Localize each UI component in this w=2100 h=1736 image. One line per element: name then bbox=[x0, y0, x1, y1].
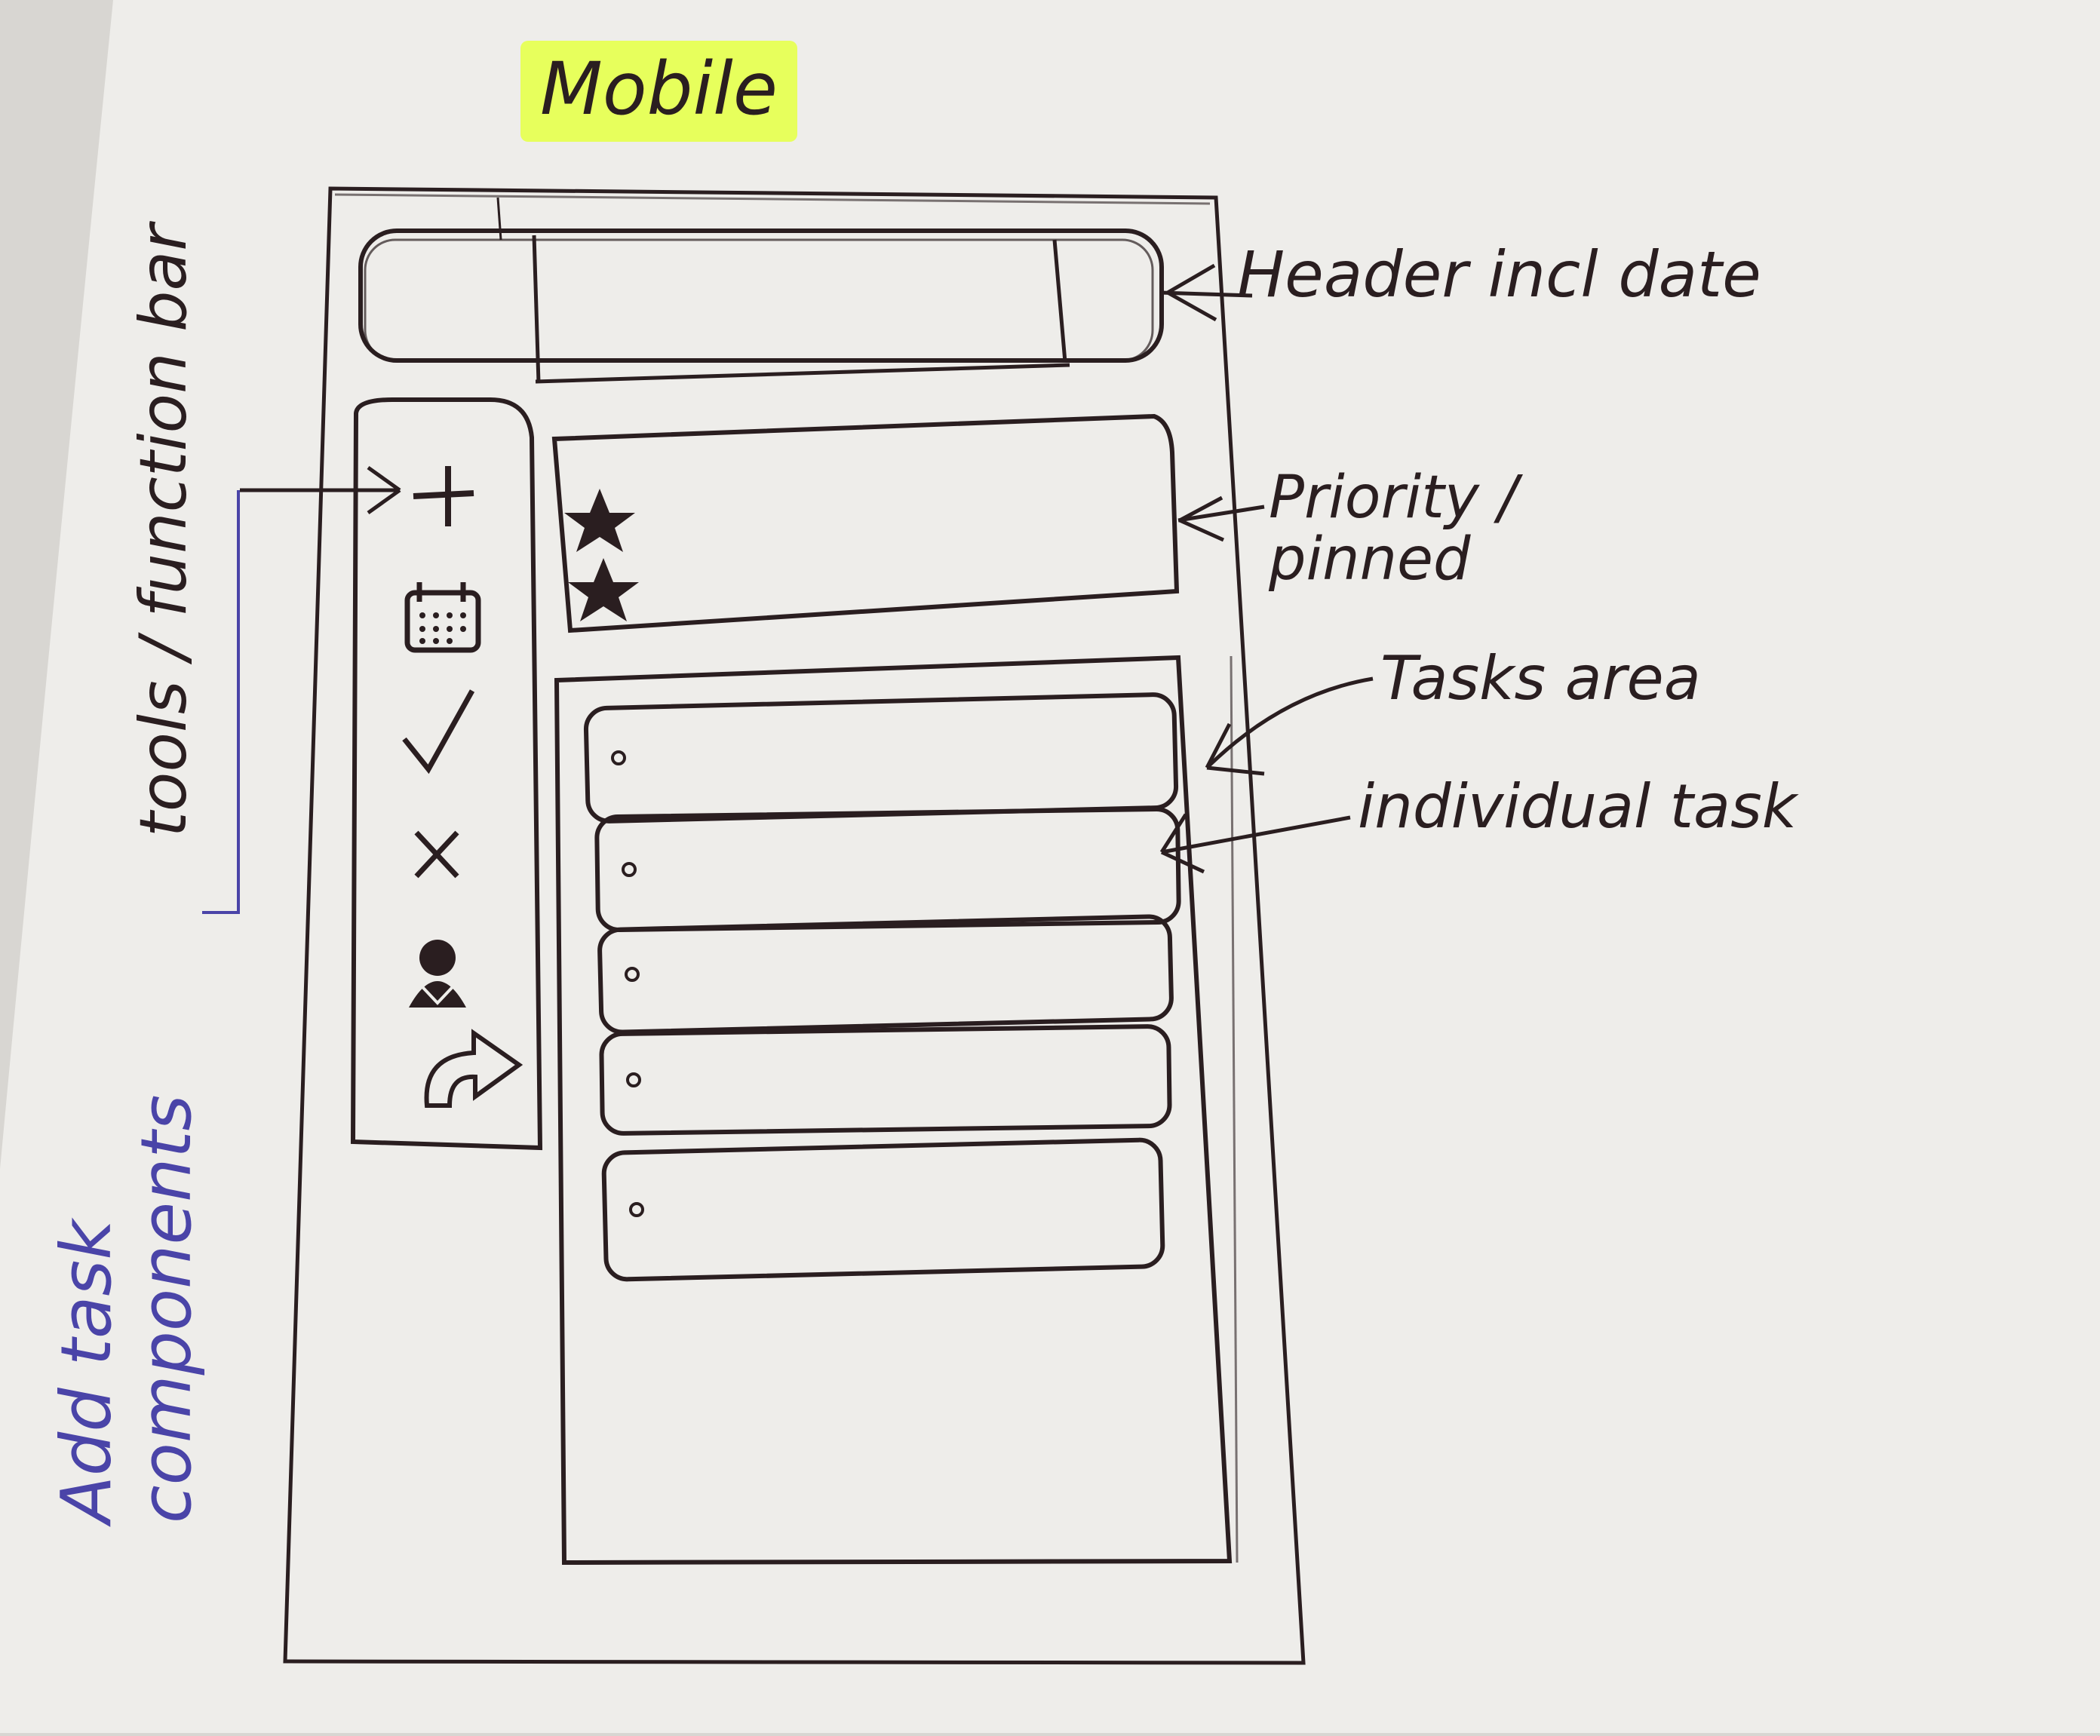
task-box bbox=[599, 1024, 1172, 1136]
task-checkbox-icon[interactable] bbox=[611, 750, 626, 765]
task-list bbox=[583, 692, 1181, 1282]
blue-leader-line bbox=[202, 490, 240, 914]
task-row[interactable] bbox=[599, 1024, 1172, 1136]
task-row[interactable] bbox=[594, 807, 1181, 932]
task-box bbox=[601, 1137, 1165, 1282]
task-box bbox=[594, 807, 1181, 932]
calendar-icon[interactable] bbox=[404, 582, 481, 653]
header-bar bbox=[358, 197, 1164, 384]
priority-box bbox=[551, 413, 1180, 633]
task-row[interactable] bbox=[601, 1137, 1165, 1282]
toolbar-panel bbox=[350, 397, 543, 1151]
task-checkbox-icon[interactable] bbox=[625, 967, 640, 982]
plus-icon[interactable] bbox=[413, 466, 474, 526]
share-arrow-icon[interactable] bbox=[424, 1029, 523, 1108]
task-row[interactable] bbox=[597, 914, 1174, 1035]
annotation-arrows bbox=[240, 263, 1374, 874]
star-icon bbox=[568, 558, 639, 621]
close-icon[interactable] bbox=[414, 830, 459, 879]
star-icon bbox=[564, 489, 635, 552]
tasks-area bbox=[554, 655, 1233, 1566]
check-icon[interactable] bbox=[402, 689, 475, 774]
person-icon[interactable] bbox=[409, 940, 466, 1008]
task-checkbox-icon[interactable] bbox=[629, 1202, 644, 1217]
task-checkbox-icon[interactable] bbox=[622, 862, 637, 877]
task-box bbox=[597, 914, 1174, 1035]
phone-frame bbox=[283, 186, 1306, 1665]
task-checkbox-icon[interactable] bbox=[626, 1072, 641, 1087]
